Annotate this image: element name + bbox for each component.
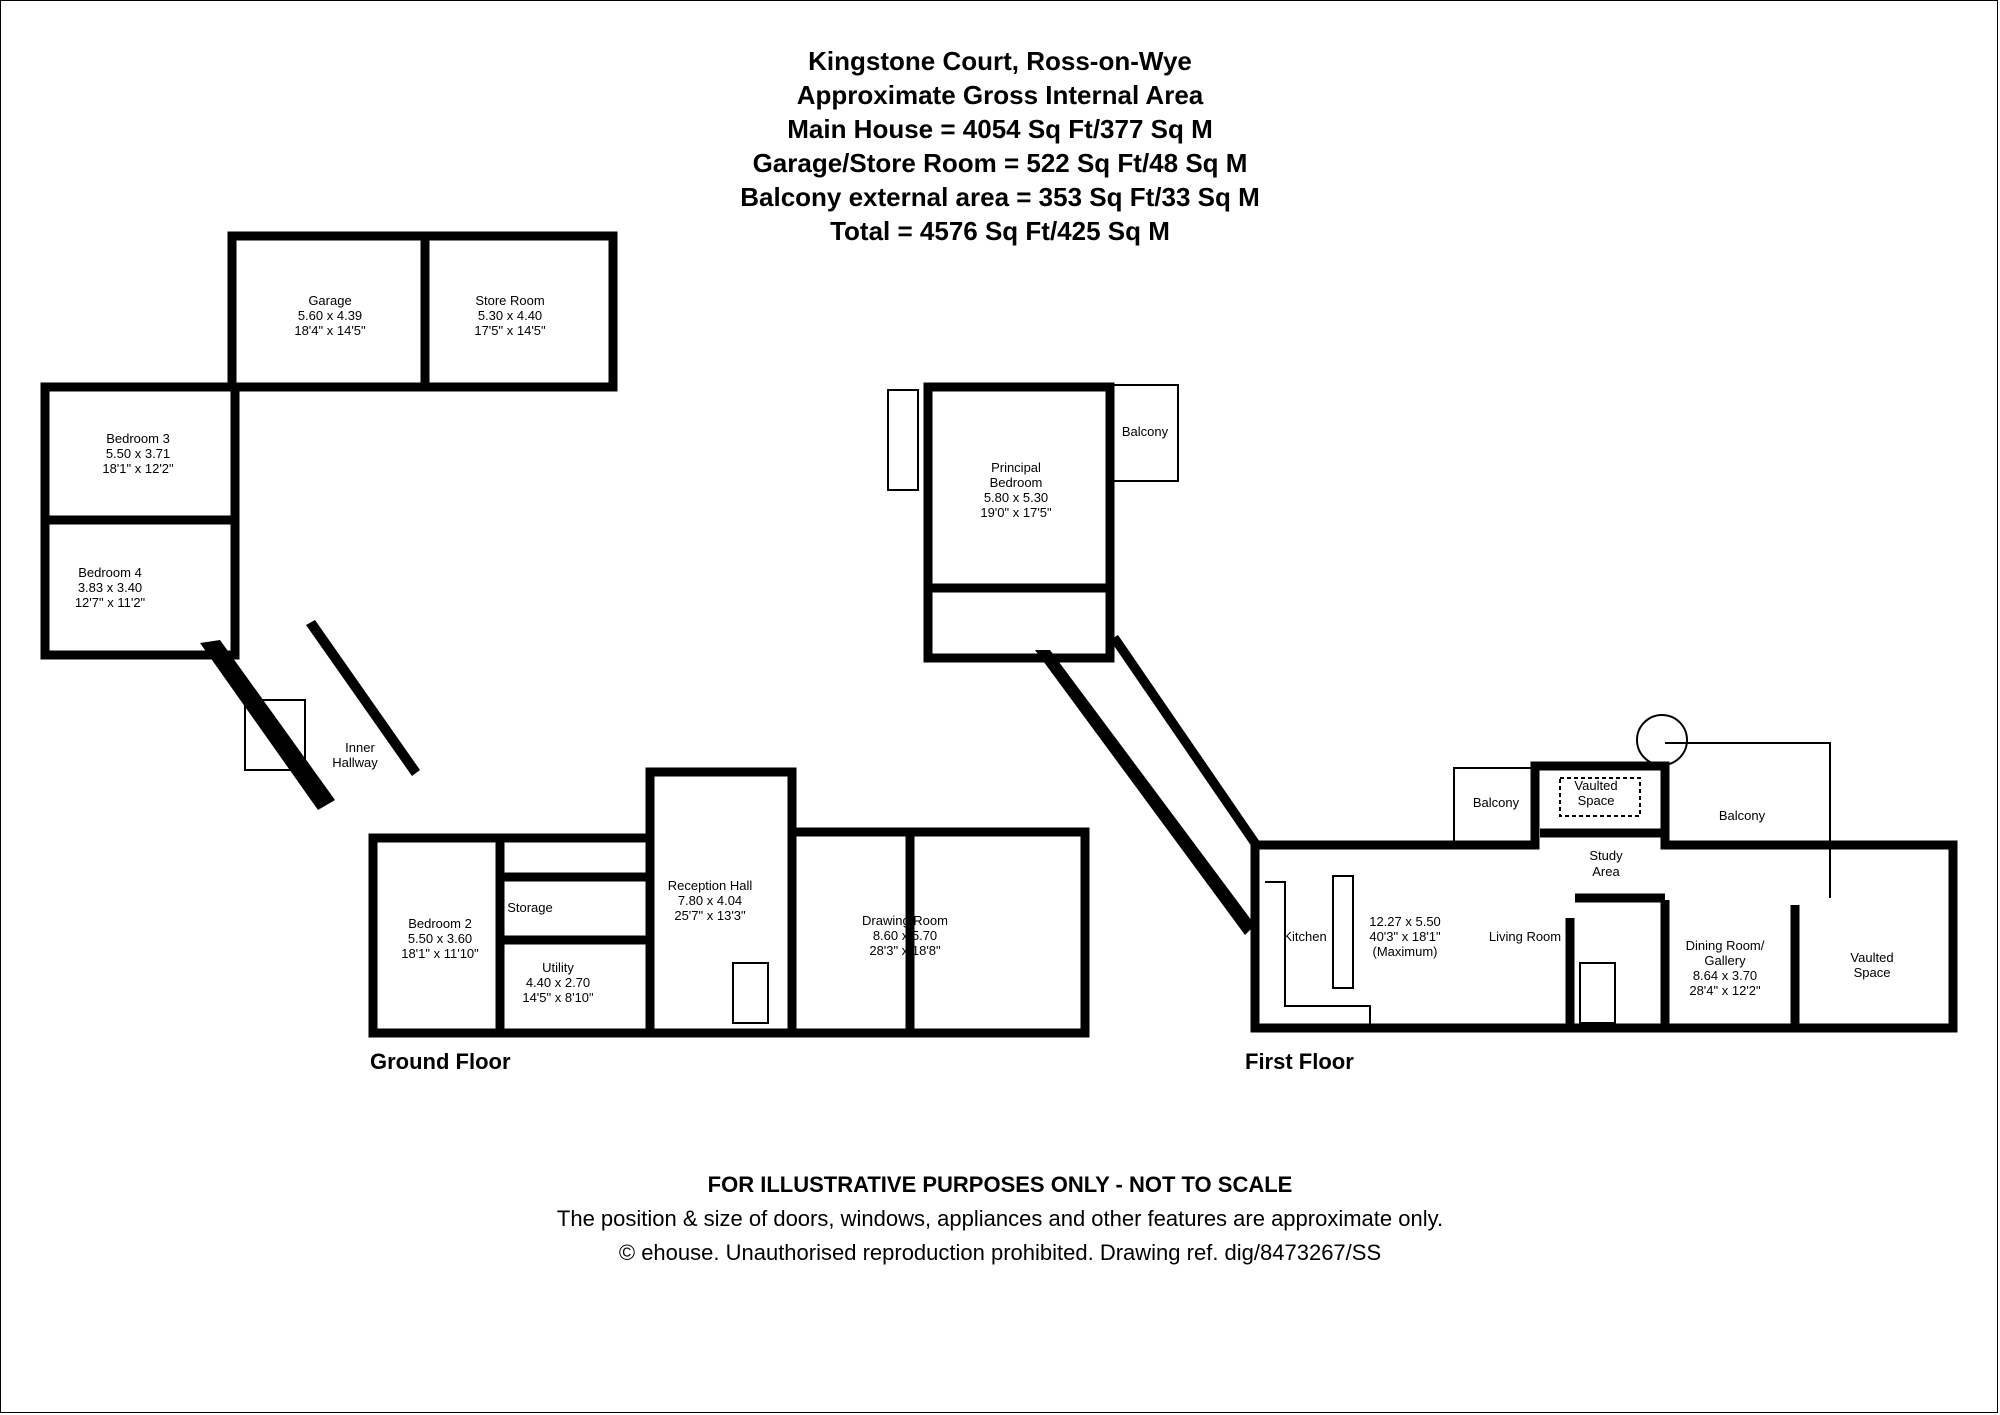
room-imperial-drawing: 28'3" x 18'8" <box>869 943 941 958</box>
ground-interior-walls <box>495 832 915 1033</box>
room-name-bed2: Bedroom 2 <box>408 916 472 931</box>
disclaimer: FOR ILLUSTRATIVE PURPOSES ONLY - NOT TO … <box>707 1172 1293 1197</box>
room-imperial-living: 40'3" x 18'1" <box>1369 929 1441 944</box>
room-name-storage: Storage <box>507 900 553 915</box>
room-metric-garage: 5.60 x 4.39 <box>298 308 362 323</box>
main-house-area: Main House = 4054 Sq Ft/377 Sq M <box>787 114 1213 144</box>
room-note-living: (Maximum) <box>1373 944 1438 959</box>
room-name-kitchen: Kitchen <box>1283 929 1326 944</box>
study-balcony-outline <box>1453 767 1539 844</box>
garage-store-area: Garage/Store Room = 522 Sq Ft/48 Sq M <box>752 148 1248 178</box>
room-imperial-bed3: 18'1" x 12'2" <box>102 461 174 476</box>
room-name-dining-1: Dining Room/ <box>1686 938 1765 953</box>
garage-store-walls <box>227 231 618 392</box>
copyright: © ehouse. Unauthorised reproduction proh… <box>618 1240 1382 1265</box>
room-imperial-utility: 14'5" x 8'10" <box>522 990 594 1005</box>
kitchen-island <box>1332 875 1354 989</box>
principal-balcony-outline <box>1109 384 1179 482</box>
total-area: Total = 4576 Sq Ft/425 Sq M <box>830 216 1170 246</box>
ground-floor-label: Ground Floor <box>370 1049 511 1074</box>
room-name-study-1: Study <box>1589 848 1623 863</box>
ground-corridor-wall-inner <box>306 620 420 776</box>
first-corridor-wall-outer <box>1035 650 1255 935</box>
vaulted-space-1 <box>1559 777 1641 817</box>
room-metric-bed2: 5.50 x 3.60 <box>408 931 472 946</box>
room-name-living: Living Room <box>1489 929 1561 944</box>
room-metric-dining: 8.64 x 3.70 <box>1693 968 1757 983</box>
stair-ground <box>244 699 306 771</box>
room-metric-reception: 7.80 x 4.04 <box>678 893 742 908</box>
spiral-stair <box>1636 714 1688 766</box>
room-metric-living: 12.27 x 5.50 <box>1369 914 1441 929</box>
room-imperial-reception: 25'7" x 13'3" <box>674 908 746 923</box>
room-metric-store: 5.30 x 4.40 <box>478 308 542 323</box>
room-metric-bed4: 3.83 x 3.40 <box>78 580 142 595</box>
room-name-vaulted-1a: Vaulted <box>1574 778 1617 793</box>
room-name-drawing: Drawing Room <box>862 913 948 928</box>
balcony-area: Balcony external area = 353 Sq Ft/33 Sq … <box>740 182 1260 212</box>
room-name-bed4: Bedroom 4 <box>78 565 142 580</box>
room-name-garage: Garage <box>308 293 351 308</box>
room-imperial-bed2: 18'1" x 11'10" <box>401 946 479 961</box>
stair-first-2 <box>1579 962 1616 1024</box>
room-name-reception: Reception Hall <box>668 878 753 893</box>
room-name-balcony-1: Balcony <box>1122 424 1169 439</box>
principal-bedroom-walls <box>923 382 1115 663</box>
room-name-inner-1: Inner <box>345 740 375 755</box>
kitchen-counter <box>1265 881 1371 1028</box>
room-metric-drawing: 8.60 x 5.70 <box>873 928 937 943</box>
room-metric-bed3: 5.50 x 3.71 <box>106 446 170 461</box>
first-interior-walls <box>1540 828 1800 1028</box>
room-name-vaulted-1b: Space <box>1578 793 1615 808</box>
room-name-vaulted-2b: Space <box>1854 965 1891 980</box>
room-name-store: Store Room <box>475 293 544 308</box>
room-imperial-dining: 28'4" x 12'2" <box>1689 983 1761 998</box>
dining-balcony-outline <box>1665 742 1831 898</box>
room-imperial-principal: 19'0" x 17'5" <box>980 505 1052 520</box>
room-name-principal-1: Principal <box>991 460 1041 475</box>
ground-corridor-wall-outer <box>200 640 335 810</box>
room-name-dining-2: Gallery <box>1704 953 1746 968</box>
room-imperial-garage: 18'4" x 14'5" <box>294 323 366 338</box>
room-name-principal-2: Bedroom <box>990 475 1043 490</box>
room-name-inner-2: Hallway <box>332 755 378 770</box>
area-summary: Kingstone Court, Ross-on-Wye Approximate… <box>0 44 2000 248</box>
first-main-walls <box>1250 761 1958 1033</box>
room-name-bed3: Bedroom 3 <box>106 431 170 446</box>
first-floor-label: First Floor <box>1245 1049 1354 1074</box>
room-imperial-bed4: 12'7" x 11'2" <box>75 595 146 610</box>
bedroom-wing-walls <box>40 382 240 660</box>
stair-first <box>887 389 919 491</box>
room-name-balcony-2: Balcony <box>1473 795 1520 810</box>
room-metric-principal: 5.80 x 5.30 <box>984 490 1048 505</box>
approximation-note: The position & size of doors, windows, a… <box>556 1206 1444 1231</box>
room-name-utility: Utility <box>542 960 574 975</box>
room-imperial-store: 17'5" x 14'5" <box>474 323 546 338</box>
area-heading: Approximate Gross Internal Area <box>796 80 1204 110</box>
room-name-balcony-3: Balcony <box>1719 808 1766 823</box>
plan-title: Kingstone Court, Ross-on-Wye <box>808 46 1192 76</box>
room-metric-utility: 4.40 x 2.70 <box>526 975 590 990</box>
room-name-vaulted-2a: Vaulted <box>1850 950 1893 965</box>
stair-ground-2 <box>732 962 769 1024</box>
first-corridor-wall-inner <box>1110 635 1262 850</box>
room-name-study-2: Area <box>1592 864 1620 879</box>
footer: FOR ILLUSTRATIVE PURPOSES ONLY - NOT TO … <box>0 1168 2000 1270</box>
